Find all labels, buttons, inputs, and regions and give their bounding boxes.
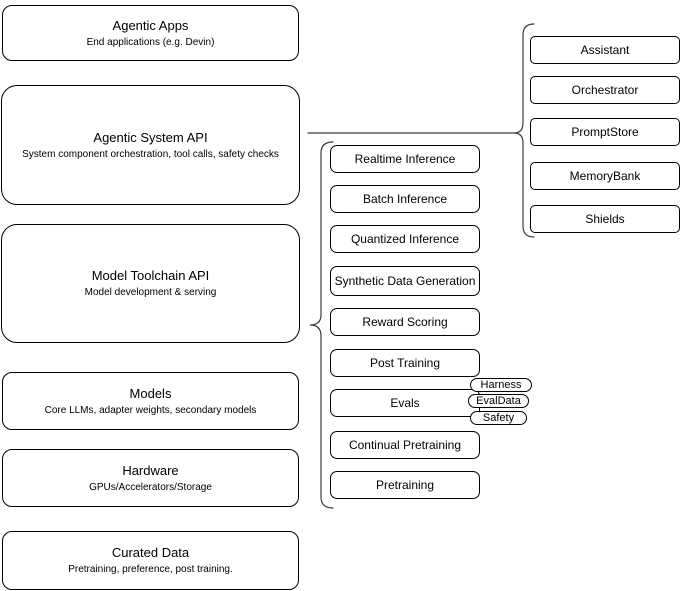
node-agentic-system-api: Agentic System API System component orch… <box>1 85 300 205</box>
node-title: Curated Data <box>111 545 190 560</box>
node-subtitle: Model development & serving <box>84 287 217 298</box>
node-continual-pretraining: Continual Pretraining <box>330 431 480 459</box>
node-model-toolchain-api: Model Toolchain API Model development & … <box>1 224 300 343</box>
node-title: Hardware <box>122 462 179 478</box>
node-reward-scoring: Reward Scoring <box>330 308 480 336</box>
node-batch-inference: Batch Inference <box>330 185 480 213</box>
node-memorybank: MemoryBank <box>530 162 680 190</box>
tag-safety: Safety <box>470 411 527 425</box>
node-orchestrator: Orchestrator <box>530 76 680 104</box>
node-hardware: Hardware GPUs/Accelerators/Storage <box>2 449 299 507</box>
node-subtitle: System component orchestration, tool cal… <box>22 148 279 160</box>
node-realtime-inference: Realtime Inference <box>330 145 480 173</box>
node-subtitle: GPUs/Accelerators/Storage <box>89 481 212 493</box>
node-pretraining: Pretraining <box>330 471 480 499</box>
node-title: Agentic Apps <box>112 17 189 33</box>
node-subtitle: End applications (e.g. Devin) <box>86 36 215 48</box>
node-title: Models <box>129 385 172 401</box>
node-subtitle: Pretraining, preference, post training. <box>68 564 233 575</box>
node-title: Model Toolchain API <box>91 268 210 283</box>
node-promptstore: PromptStore <box>530 118 680 146</box>
node-shields: Shields <box>530 205 680 233</box>
node-assistant: Assistant <box>530 36 680 64</box>
node-evals: Evals <box>330 389 480 417</box>
node-agentic-apps: Agentic Apps End applications (e.g. Devi… <box>2 5 299 61</box>
node-quantized-inference: Quantized Inference <box>330 225 480 253</box>
node-models: Models Core LLMs, adapter weights, secon… <box>2 372 299 430</box>
toolchain-brace <box>309 141 334 509</box>
node-title: Agentic System API <box>93 129 208 145</box>
system-brace <box>513 23 535 238</box>
node-curated-data: Curated Data Pretraining, preference, po… <box>2 531 299 590</box>
tag-harness: Harness <box>470 378 532 392</box>
node-synthetic-data-generation: Synthetic Data Generation <box>330 266 480 296</box>
node-subtitle: Core LLMs, adapter weights, secondary mo… <box>44 404 257 416</box>
node-post-training: Post Training <box>330 349 480 377</box>
tag-evaldata: EvalData <box>468 394 529 408</box>
